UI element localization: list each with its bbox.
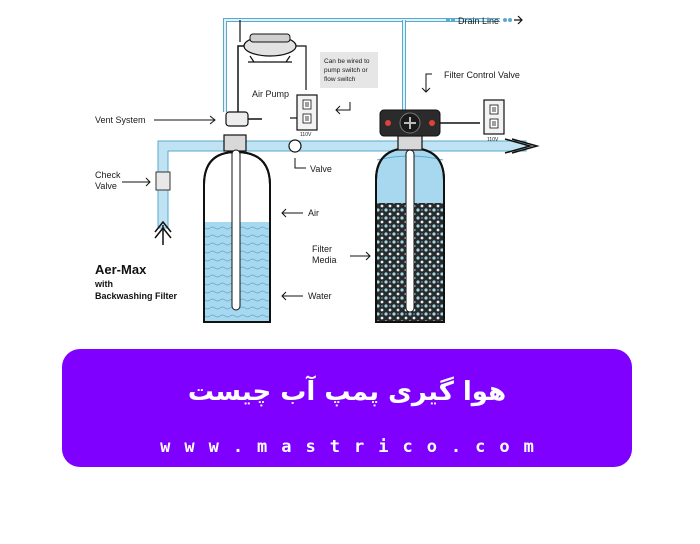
filter-media-label: Filter Media <box>312 244 337 265</box>
filter-media-arrow <box>350 251 371 261</box>
air-label: Air <box>308 208 319 218</box>
outlet-voltage-right: 110V <box>487 137 499 143</box>
wired-note-box <box>320 52 378 88</box>
valve-label: Valve <box>310 164 332 174</box>
valve-leader <box>294 158 306 169</box>
water-label: Water <box>308 291 332 301</box>
check-valve-arrow <box>122 177 151 187</box>
air-arrow <box>281 208 303 218</box>
aeration-tank <box>203 134 271 323</box>
water-arrow <box>281 291 303 301</box>
air-pump-label: Air Pump <box>252 89 289 99</box>
brand-title: Aer-Max with Backwashing Filter <box>94 261 178 301</box>
title-banner: هوا گیری پمپ آب چیست www.mastrico.com <box>62 349 632 467</box>
drain-line-label: Drain Line <box>458 16 499 26</box>
pipe-valve <box>288 139 302 153</box>
drain-line-arrow <box>503 15 523 25</box>
vent-system <box>225 111 262 127</box>
electrical-outlet-right <box>483 99 505 135</box>
check-valve-label: Check Valve <box>95 170 123 191</box>
drain-line-dash-left <box>446 18 455 22</box>
outlet-voltage-left: 110V <box>300 132 312 138</box>
wired-note: Can be wired to pump switch or flow swit… <box>324 58 371 83</box>
inlet-arrow <box>154 220 172 245</box>
wired-note-arrow <box>335 102 351 115</box>
air-pump <box>237 20 307 112</box>
check-valve-symbol <box>155 171 171 191</box>
filter-tank <box>375 135 445 323</box>
filter-control-valve-label: Filter Control Valve <box>444 70 520 80</box>
water-system-diagram: Drain Line Air Pump Can be wired to pump… <box>94 15 540 323</box>
filter-control-valve-arrow <box>421 73 432 93</box>
drain-line-pipe <box>223 18 500 112</box>
vent-system-label: Vent System <box>95 115 146 125</box>
outlet-arrow <box>504 138 540 154</box>
banner-title: هوا گیری پمپ آب چیست <box>187 377 507 407</box>
filter-control-valve <box>379 109 480 137</box>
electrical-outlet-left <box>290 94 318 131</box>
vent-system-arrow <box>154 115 216 125</box>
website-url[interactable]: www.mastrico.com <box>160 437 548 457</box>
